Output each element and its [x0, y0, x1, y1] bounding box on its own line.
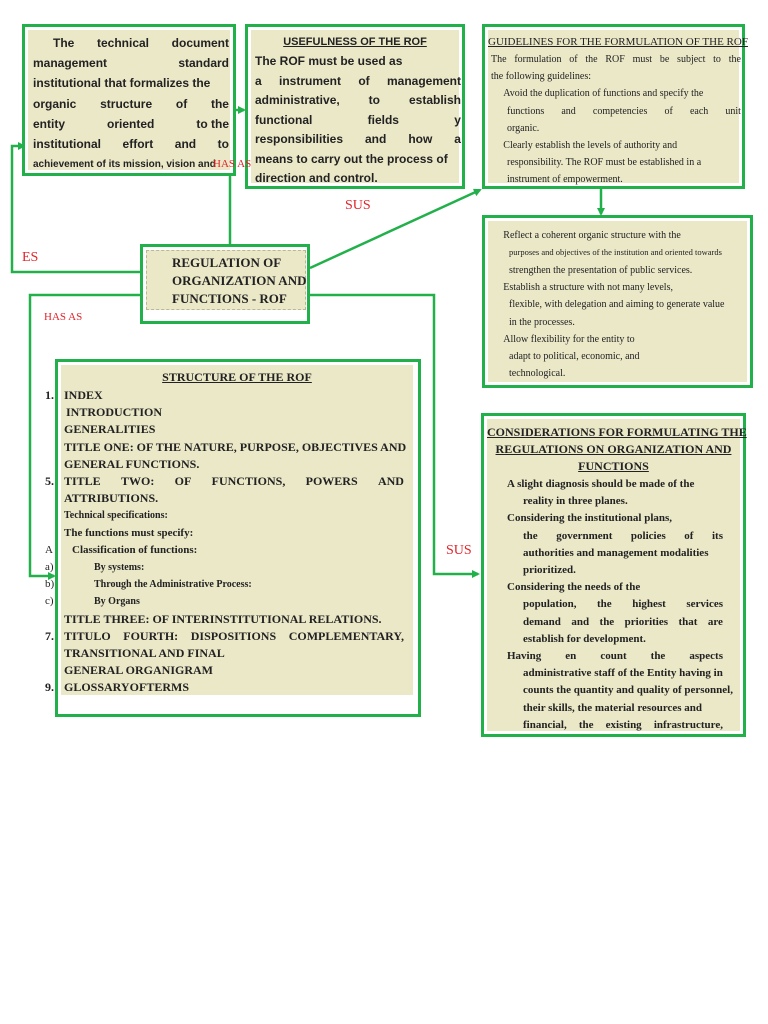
structure-item: The functions must specify:	[64, 526, 194, 539]
rof-central-box: REGULATION OF ORGANIZATION AND FUNCTIONS -…	[140, 244, 310, 324]
text-line: technological.	[509, 368, 566, 380]
text-line:  Allow flexibility for the entity to	[493, 333, 635, 345]
text-line: A slight diagnosis should be made of the	[507, 478, 695, 490]
text-line: instrument of empowerment.	[507, 174, 623, 186]
label-sus-top: SUS	[345, 198, 371, 213]
text-line: authorities and management modalities	[523, 546, 709, 559]
text-line: establish for development.	[523, 632, 646, 645]
text-line: achievement of its mission, vision and	[33, 159, 216, 171]
text-line: means to carry out the process of	[255, 151, 448, 166]
structure-item-number: A	[45, 543, 53, 556]
text-line: flexible, with delegation and aiming to …	[509, 299, 725, 311]
structure-item: Technical specifications:	[64, 510, 168, 522]
text-line: in the processes.	[509, 316, 575, 328]
text-line: the following guidelines:	[491, 71, 591, 83]
structure-item: By systems:	[94, 562, 145, 573]
structure-item: GENERALITIES	[64, 422, 156, 437]
guidelines-box: GUIDELINES FOR THE FORMULATION OF THE RO…	[482, 24, 748, 189]
structure-title: STRUCTURE OF THE ROF	[162, 370, 312, 384]
text-line: strengthen the presentation of public se…	[509, 264, 693, 276]
rof-title-line: REGULATION OF	[172, 255, 282, 270]
structure-item: TITLE ONE: OF THE NATURE, PURPOSE, OBJEC…	[64, 439, 407, 454]
rof-title-line: ORGANIZATION AND	[172, 273, 307, 288]
label-has-as-top: HAS AS	[213, 158, 252, 170]
considerations-title-line: CONSIDERATIONS FOR FORMULATING THE	[487, 425, 747, 439]
structure-item-number: 	[50, 662, 59, 679]
text-line:  Reflect a coherent organic structure w…	[493, 230, 681, 241]
structure-item-number: c)	[45, 595, 54, 608]
structure-item: Classification of functions:	[72, 543, 198, 556]
text-line: their skills, the material resources and	[523, 701, 703, 714]
considerations-title-line: REGULATIONS ON ORGANIZATION AND	[495, 442, 732, 456]
considerations-title-line: FUNCTIONS	[578, 459, 649, 473]
text-line: The ROF must be used as	[255, 54, 403, 68]
usefulness-box: USEFULNESS OF THE ROF The ROF must be us…	[245, 24, 465, 189]
text-line: Considering the needs of the	[507, 581, 641, 594]
text-line:  Establish a structure with not many le…	[493, 281, 673, 293]
text-line: purposes and objectives of the instituti…	[509, 247, 722, 258]
label-es: ES	[22, 250, 39, 265]
structure-item-number: 5.	[45, 474, 54, 488]
text-line: adapt to political, economic, and	[509, 351, 640, 363]
structure-item: GENERAL ORGANIGRAM	[64, 663, 214, 678]
structure-item-number: 9.	[45, 680, 54, 695]
structure-item: ATTRIBUTIONS.	[64, 491, 159, 506]
text-line: counts the quantity and quality of perso…	[523, 684, 733, 697]
considerations-box: CONSIDERATIONS FOR FORMULATING THE REGULA…	[481, 413, 747, 737]
label-has-as-left: HAS AS	[44, 311, 83, 323]
label-sus-right: SUS	[446, 543, 472, 558]
structure-item: INDEX	[64, 388, 103, 402]
structure-item: TITLE THREE: OF INTERINSTITUTIONAL RELAT…	[64, 611, 382, 626]
text-line:  Avoid the duplication of functions and…	[493, 88, 703, 100]
text-line: Considering the institutional plans,	[507, 512, 673, 525]
text-line: responsibility. The ROF must be establis…	[507, 157, 702, 169]
rof-title-line: FUNCTIONS - ROF	[172, 291, 287, 306]
structure-item: Through the Administrative Process:	[94, 579, 252, 591]
structure-item: TRANSITIONAL AND FINAL	[64, 646, 225, 660]
text-line: administrative staff of the Entity havin…	[523, 667, 723, 680]
structure-item-number: a)	[45, 561, 54, 573]
text-line: reality in three planes.	[523, 495, 628, 508]
text-line: direction and control.	[255, 171, 378, 185]
structure-item: INTRODUCTION	[66, 405, 163, 420]
guidelines-title: GUIDELINES FOR THE FORMULATION OF THE RO…	[488, 36, 748, 48]
text-line:  Clearly establish the levels of author…	[493, 140, 677, 151]
guidelines-continued-box:  Reflect a coherent organic structure w…	[482, 215, 753, 388]
structure-item-number: b)	[45, 578, 55, 591]
structure-item: By Organs	[94, 596, 140, 608]
structure-item-number: 1.	[45, 388, 54, 402]
structure-box: STRUCTURE OF THE ROF INDEX INTRODUCTION GE…	[55, 359, 421, 717]
structure-item-number: 7.	[45, 628, 54, 643]
sus-top-connector	[309, 188, 482, 270]
usefulness-title: USEFULNESS OF THE ROF	[283, 36, 427, 48]
text-line: organic.	[507, 122, 540, 134]
text-line: prioritized.	[523, 564, 576, 576]
text-line: institutional that formalizes the	[33, 76, 211, 91]
structure-item: GENERAL FUNCTIONS.	[64, 456, 200, 471]
